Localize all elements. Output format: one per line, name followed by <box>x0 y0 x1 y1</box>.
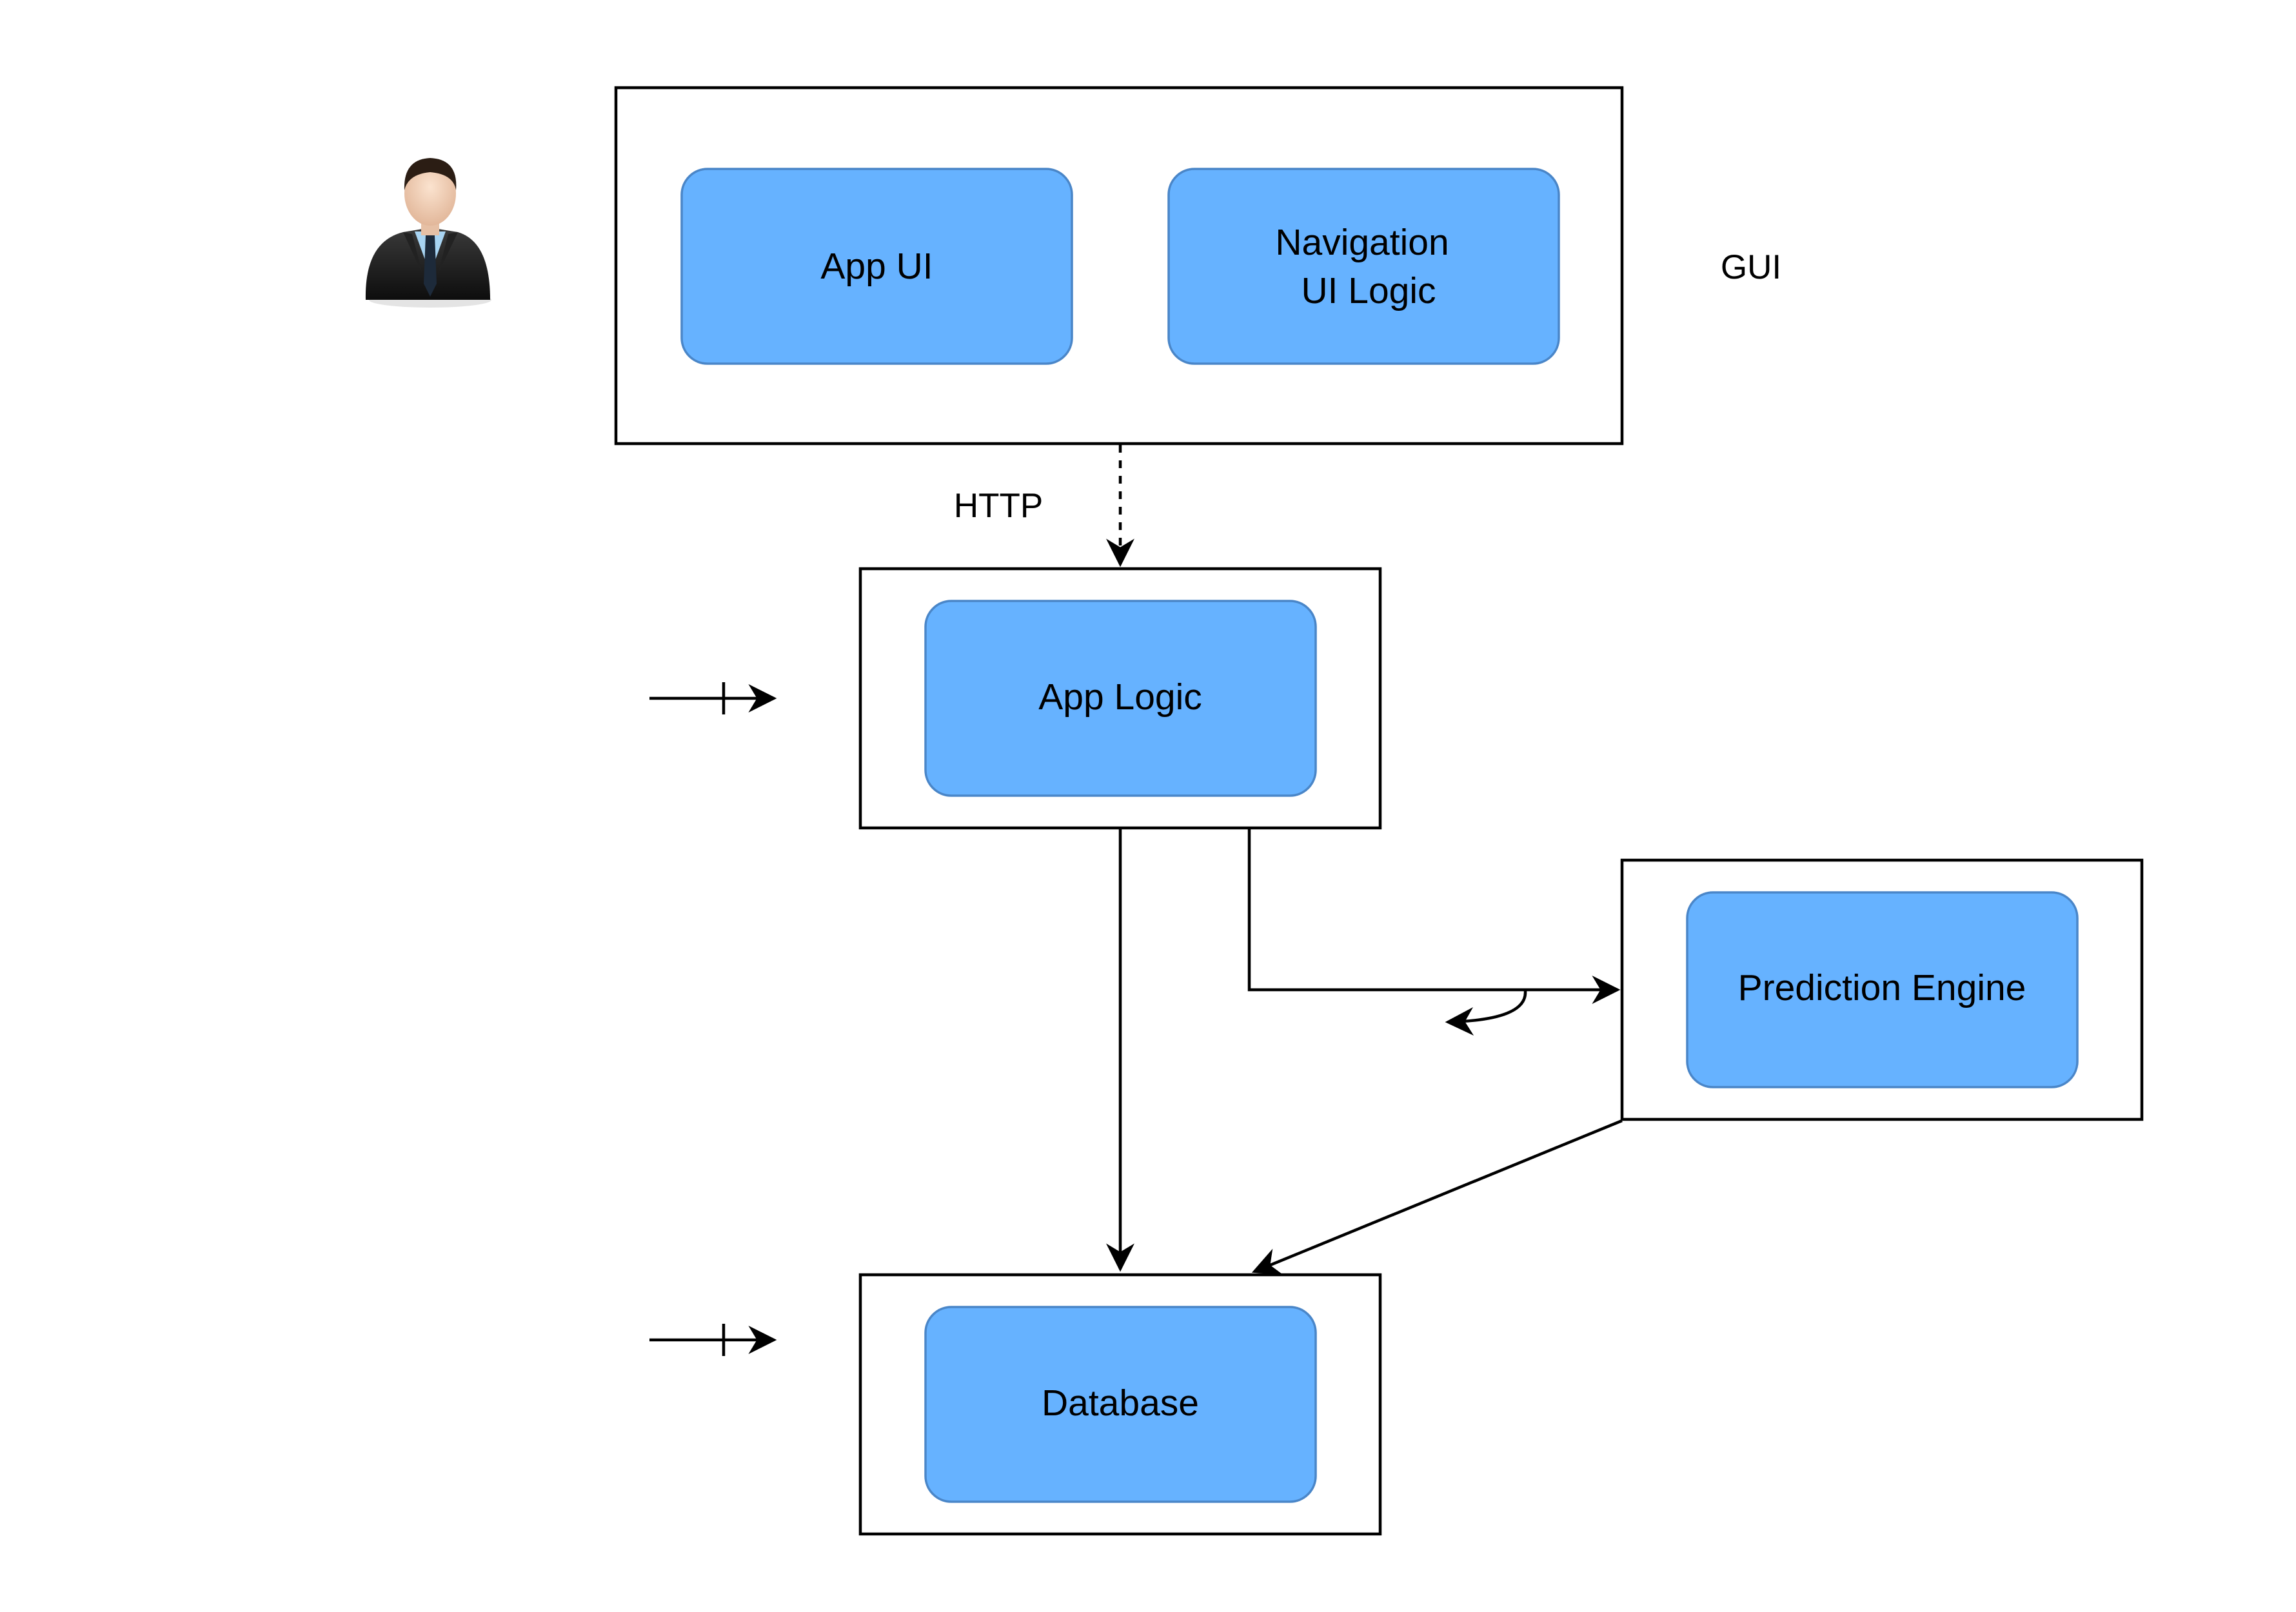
app-ui-label: App UI <box>820 246 933 287</box>
database-node[interactable]: Database <box>924 1306 1317 1503</box>
user-avatar-icon <box>365 158 491 308</box>
prediction-engine-label: Prediction Engine <box>1738 967 2026 1008</box>
navigation-ui-logic-label-line1: Navigation <box>1275 222 1449 263</box>
http-label: HTTP <box>954 487 1043 525</box>
navigation-ui-logic-node[interactable]: Navigation UI Logic <box>1167 168 1560 365</box>
database-label: Database <box>1042 1382 1199 1424</box>
app-logic-input-arrow <box>649 682 777 714</box>
app-logic-label: App Logic <box>1038 676 1202 718</box>
database-input-arrow <box>649 1324 777 1356</box>
app-logic-to-prediction-edge <box>1247 829 1621 1004</box>
prediction-to-database-edge <box>1251 1119 1623 1275</box>
prediction-engine-node[interactable]: Prediction Engine <box>1686 891 2079 1088</box>
app-logic-node[interactable]: App Logic <box>924 600 1317 797</box>
app-ui-node[interactable]: App UI <box>680 168 1073 365</box>
prediction-return-arrow <box>1445 990 1527 1036</box>
gui-label: GUI <box>1721 248 1781 286</box>
navigation-ui-logic-label-line2: UI Logic <box>1301 270 1436 311</box>
